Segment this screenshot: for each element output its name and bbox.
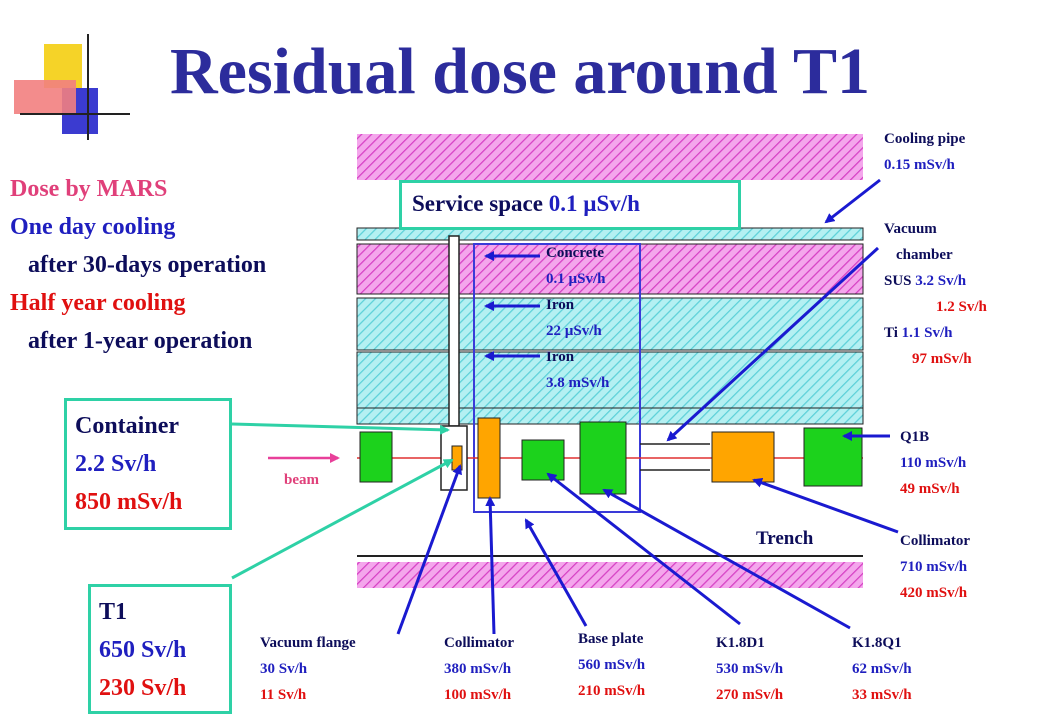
container-half-year-value: 850 mSv/h: [75, 489, 183, 515]
upstream-magnet: [359, 431, 393, 483]
base-plate-day-value: 560 mSv/h: [578, 657, 646, 673]
collimator-bottom-half-year-value: 100 mSv/h: [444, 687, 512, 703]
collimator-bottom-label: Collimator 380 mSv/h 100 mSv/h: [444, 630, 514, 708]
cooling-pipe-value: 0.15 mSv/h: [884, 157, 955, 173]
collimator-bottom-day-value: 380 mSv/h: [444, 661, 512, 677]
ti-day-value: 1.1 Sv/h: [901, 325, 953, 341]
collimator-upstream: [477, 417, 501, 499]
container-box: Container 2.2 Sv/h 850 mSv/h: [64, 398, 232, 530]
q1b-name: Q1B: [900, 429, 930, 445]
collimator-right-day-value: 710 mSv/h: [900, 559, 968, 575]
service-space-label: Service space: [412, 191, 549, 216]
q1b-label: Q1B 110 mSv/h 49 mSv/h: [900, 424, 966, 502]
collimator-right-label: Collimator 710 mSv/h 420 mSv/h: [900, 528, 970, 606]
iron2-value: 3.8 mSv/h: [546, 375, 610, 391]
q1b-half-year-value: 49 mSv/h: [900, 481, 960, 497]
iron-layer-1: [356, 297, 864, 351]
concrete-name: Concrete: [546, 245, 605, 261]
k18d1-half-year-value: 270 mSv/h: [716, 687, 784, 703]
conditions-day-operation: after 30-days operation: [28, 252, 267, 278]
logo-decoration: [14, 34, 130, 140]
base-plate-name: Base plate: [578, 631, 644, 647]
vacuum-flange-day-value: 30 Sv/h: [260, 661, 308, 677]
cooling-pipe-name: Cooling pipe: [884, 131, 966, 147]
page-title: Residual dose around T1: [170, 35, 870, 108]
base-plate-half-year-value: 210 mSv/h: [578, 683, 646, 699]
conditions-method: Dose by MARS: [10, 176, 168, 202]
k18q1-label: K1.8Q1 62 mSv/h 33 mSv/h: [852, 630, 912, 708]
service-space-value: 0.1 µSv/h: [548, 191, 640, 216]
k18d1-label: K1.8D1 530 mSv/h 270 mSv/h: [716, 630, 783, 708]
concrete-layer: [356, 243, 864, 295]
iron-layer-2: [356, 351, 864, 409]
sus-label: SUS: [884, 273, 916, 289]
t1-box: T1 650 Sv/h 230 Sv/h: [88, 584, 232, 714]
beam-label: beam: [284, 472, 319, 488]
k18q1-magnet: [579, 421, 627, 495]
container-name: Container: [75, 413, 179, 439]
t1-name: T1: [99, 599, 128, 625]
container-day-value: 2.2 Sv/h: [75, 451, 157, 477]
collimator-right-name: Collimator: [900, 533, 970, 549]
conditions-legend: Dose by MARS One day cooling after 30-da…: [10, 170, 266, 360]
service-space-box: Service space 0.1 µSv/h: [399, 180, 741, 230]
trench-label: Trench: [756, 528, 814, 549]
vacuum-flange-label: Vacuum flange 30 Sv/h 11 Sv/h: [260, 630, 356, 708]
t1-half-year-value: 230 Sv/h: [99, 675, 187, 701]
vacuum-chamber-name2: chamber: [896, 247, 953, 263]
collimator-bottom-name: Collimator: [444, 635, 514, 651]
top-concrete-layer: [357, 134, 863, 180]
vacuum-chamber-label: Vacuum chamber SUS 3.2 Sv/h 1.2 Sv/h Ti …: [884, 216, 987, 372]
q1b-magnet: [803, 427, 863, 487]
sus-day-value: 3.2 Sv/h: [915, 273, 967, 289]
conditions-half-year-cooling: Half year cooling: [10, 290, 186, 316]
bottom-concrete-layer: [357, 562, 863, 588]
collimator-downstream: [711, 431, 775, 483]
ti-label: Ti: [884, 325, 902, 341]
cooling-pipe-label: Cooling pipe 0.15 mSv/h: [884, 126, 965, 178]
vacuum-chamber-name1: Vacuum: [884, 221, 937, 237]
shielding-layers: [356, 134, 864, 588]
collimator-right-half-year-value: 420 mSv/h: [900, 585, 968, 601]
conditions-day-cooling: One day cooling: [10, 214, 176, 240]
k18d1-day-value: 530 mSv/h: [716, 661, 784, 677]
base-plate-label: Base plate 560 mSv/h 210 mSv/h: [578, 626, 645, 704]
k18d1-magnet: [521, 439, 565, 481]
iron1-value: 22 µSv/h: [546, 323, 602, 339]
conditions-half-year-operation: after 1-year operation: [28, 328, 253, 354]
ti-half-year-value: 97 mSv/h: [912, 351, 972, 367]
iron2-name: Iron: [546, 349, 575, 365]
q1b-day-value: 110 mSv/h: [900, 455, 967, 471]
vacuum-flange-name: Vacuum flange: [260, 635, 356, 651]
k18q1-half-year-value: 33 mSv/h: [852, 687, 912, 703]
container-shaft: [448, 235, 460, 427]
vacuum-flange-half-year-value: 11 Sv/h: [260, 687, 307, 703]
t1-day-value: 650 Sv/h: [99, 637, 187, 663]
iron1-name: Iron: [546, 297, 575, 313]
k18q1-name: K1.8Q1: [852, 635, 902, 651]
k18d1-name: K1.8D1: [716, 635, 765, 651]
chamber-frame: [473, 243, 641, 513]
concrete-value: 0.1 µSv/h: [546, 271, 606, 287]
concrete-label-group: Concrete 0.1 µSv/h Iron 22 µSv/h Iron 3.…: [546, 240, 609, 396]
sus-half-year-value: 1.2 Sv/h: [936, 299, 987, 315]
k18q1-day-value: 62 mSv/h: [852, 661, 912, 677]
